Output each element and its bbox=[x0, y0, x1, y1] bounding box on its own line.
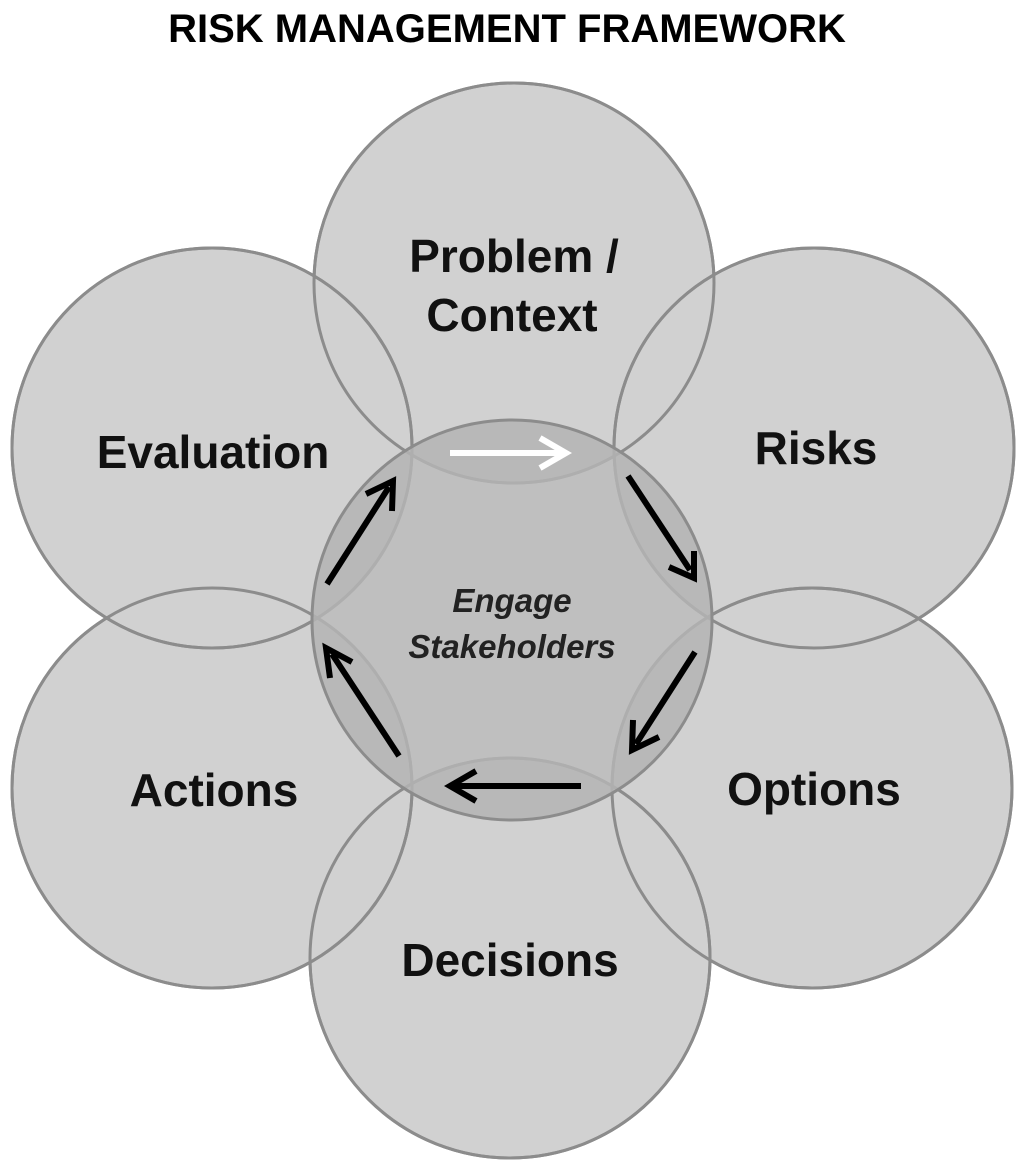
arrow-top-white bbox=[450, 435, 573, 471]
stage-decisions-label: Decisions bbox=[401, 934, 618, 986]
stage-risks-label: Risks bbox=[755, 422, 878, 474]
center-label-line2: Stakeholders bbox=[408, 628, 615, 665]
petal-group bbox=[10, 81, 1016, 1160]
arrow-upper-left bbox=[324, 476, 397, 586]
arrow-lower-right bbox=[628, 650, 698, 755]
stage-options-label: Options bbox=[727, 763, 901, 815]
stage-actions-label: Actions bbox=[130, 764, 299, 816]
diagram-title: RISK MANAGEMENT FRAMEWORK bbox=[168, 7, 846, 51]
arrow-lower-left bbox=[322, 642, 402, 758]
cycle-arrows bbox=[322, 435, 698, 804]
stage-problem-context-line2: Context bbox=[426, 289, 597, 341]
center-hub bbox=[310, 418, 714, 822]
arrow-bottom bbox=[443, 768, 581, 804]
arrow-upper-right bbox=[625, 474, 697, 583]
stage-problem-context-line1: Problem / bbox=[409, 230, 619, 282]
center-label-line1: Engage bbox=[452, 582, 571, 619]
stage-evaluation-label: Evaluation bbox=[97, 426, 330, 478]
